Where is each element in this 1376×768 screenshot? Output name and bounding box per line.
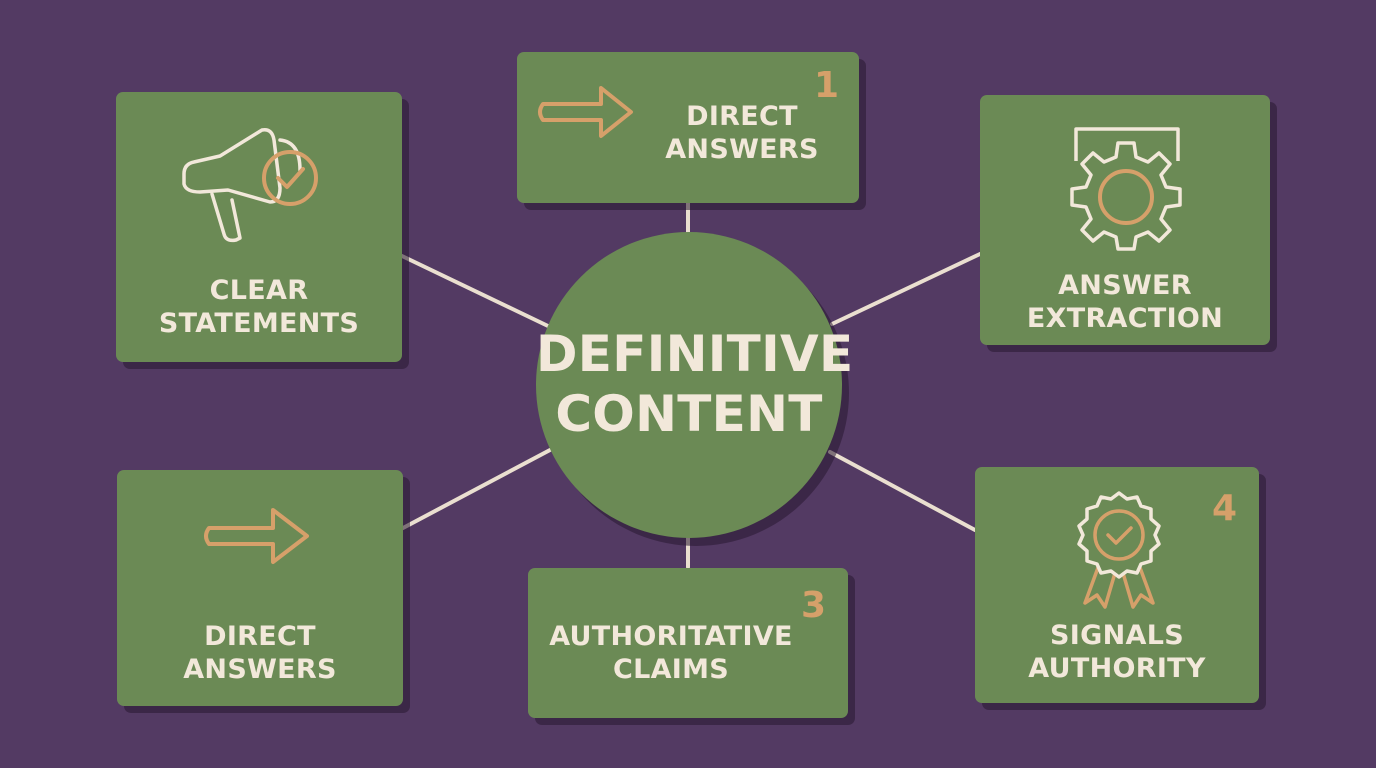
hub-definitive-content: DEFINITIVE CONTENT [536,232,854,538]
step-number: 3 [800,585,826,626]
card-answer-extraction: ANSWER EXTRACTION [980,95,1270,345]
connector-bottom-left [401,448,552,530]
card-signals-authority: SIGNALS AUTHORITY 4 [975,467,1259,703]
step-number: 4 [1211,488,1237,529]
card-direct-answers-bottom: DIRECT ANSWERS [117,470,403,706]
card-label: CLEAR STATEMENTS [158,275,360,339]
megaphone-check-icon [182,127,318,243]
connector-bottom-right [828,450,977,532]
connector-top-right [830,252,982,326]
card-label: SIGNALS AUTHORITY [1028,620,1206,684]
card-direct-answers-top: DIRECT ANSWERS 1 [517,52,859,203]
gear-icon [1070,127,1182,251]
arrow-right-icon [538,86,633,138]
card-clear-statements: CLEAR STATEMENTS [116,92,402,362]
card-label: DIRECT ANSWERS [183,621,337,685]
award-badge-icon [1077,491,1161,609]
card-label: AUTHORITATIVE CLAIMS [549,621,793,685]
arrow-right-icon [204,508,309,564]
card-label: ANSWER EXTRACTION [1026,270,1224,334]
card-label: DIRECT ANSWERS [665,101,819,165]
connector-top-left [400,254,550,328]
card-authoritative-claims: AUTHORITATIVE CLAIMS 3 [528,568,848,718]
hub-label: DEFINITIVE CONTENT [536,325,854,443]
step-number: 1 [813,65,839,106]
